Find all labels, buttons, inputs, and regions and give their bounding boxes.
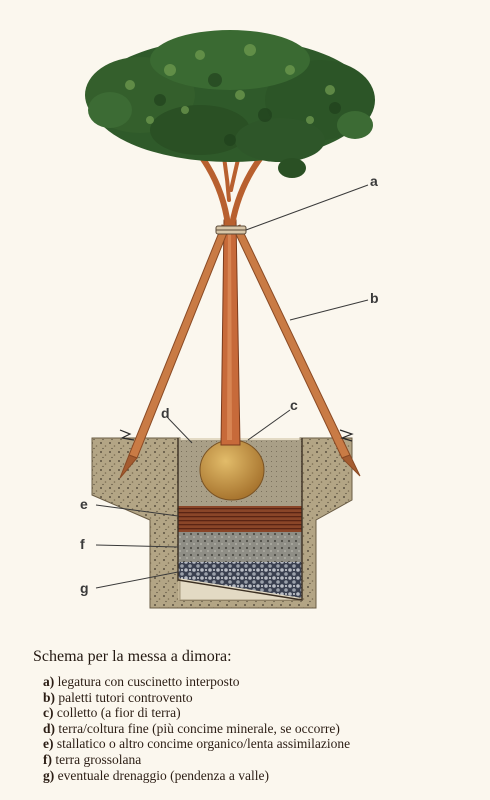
legend-list: a) legatura con cuscinetto interposto b)… [33,674,473,783]
label-a: a [370,173,378,189]
legend-key: a) [43,674,55,689]
tree-canopy [85,30,375,178]
label-e: e [80,496,88,512]
legend-item: a) legatura con cuscinetto interposto [43,674,473,690]
legend-item: f) terra grossolana [43,752,473,768]
drainage-layer [178,562,302,598]
caption-title: Schema per la messa a dimora: [33,648,232,665]
legend-item: e) stallatico o altro concime organico/l… [43,736,473,752]
legend-key: f) [43,751,52,767]
legend-text: stallatico o altro concime organico/lent… [56,736,351,752]
legend-text: eventuale drenaggio (pendenza a valle) [57,767,270,783]
legend-key: d) [43,720,56,736]
legend-item: b) paletti tutori controvento [43,690,473,706]
hole-outline [177,438,303,601]
legend-key: b) [43,689,56,705]
legend-key: e) [43,736,54,752]
label-b: b [370,290,379,306]
legend-text: legatura con cuscinetto interposto [57,674,240,689]
tree-planting-diagram: a b c d e f g [80,30,379,609]
legend-text: terra/coltura fine (più concime minerale… [58,720,340,736]
manure-layer [178,506,302,532]
legend-item: c) colletto (a fior di terra) [43,705,473,721]
label-c: c [290,397,298,413]
legend-key: g) [43,767,55,783]
trunk-binding [215,225,247,235]
root-ball [199,439,265,501]
legend-text: paletti tutori controvento [58,689,193,705]
legend-item: d) terra/coltura fine (più concime miner… [43,721,473,737]
stake-ground-ties [119,429,354,442]
legend-text: colletto (a fior di terra) [56,705,181,721]
legend-key: c) [43,705,54,721]
trunk-highlight [227,225,232,440]
coarse-soil-layer [178,532,302,562]
label-g: g [80,580,89,596]
legend-text: terra grossolana [55,751,142,767]
caption-block: Schema per la messa a dimora: a) legatur… [33,648,473,783]
legend-item: g) eventuale drenaggio (pendenza a valle… [43,768,473,784]
leader-lines [95,184,369,589]
label-d: d [161,405,170,421]
label-f: f [80,536,85,552]
